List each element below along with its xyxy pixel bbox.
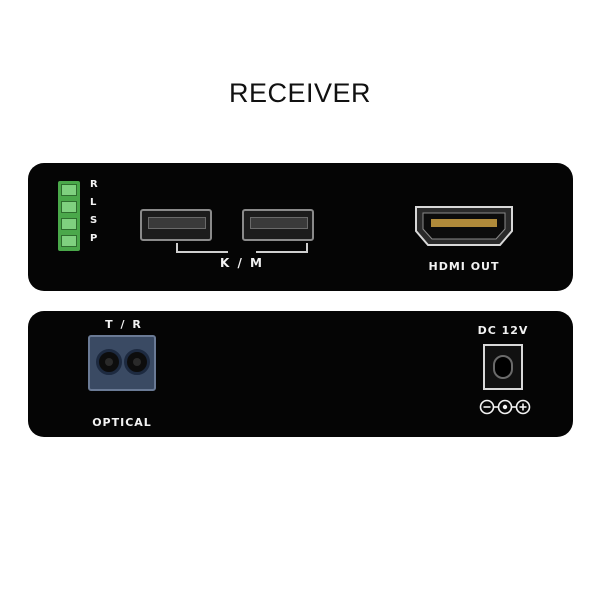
km-label: K / M (220, 256, 264, 270)
terminal-label-s: S (90, 215, 98, 226)
hdmi-out-label: HDMI OUT (428, 260, 500, 273)
terminal-block-icon (58, 181, 80, 251)
terminal-label-l: L (90, 197, 97, 208)
optical-label: OPTICAL (92, 416, 152, 429)
usb-port-icon (242, 209, 314, 241)
front-panel: R L S P K / M HDMI OUT (28, 163, 573, 291)
page-title: RECEIVER (228, 78, 372, 108)
tr-label: T / R (105, 318, 143, 331)
back-panel: T / R OPTICAL DC 12V (28, 311, 573, 437)
terminal-label-p: P (90, 233, 98, 244)
usb-port-icon (140, 209, 212, 241)
dc-jack-icon (483, 344, 523, 390)
sfp-optical-port-icon (88, 335, 156, 391)
dc-label: DC 12V (477, 324, 529, 337)
terminal-label-r: R (90, 179, 98, 190)
hdmi-port-icon (415, 206, 513, 246)
dc-polarity-icon (479, 399, 531, 415)
